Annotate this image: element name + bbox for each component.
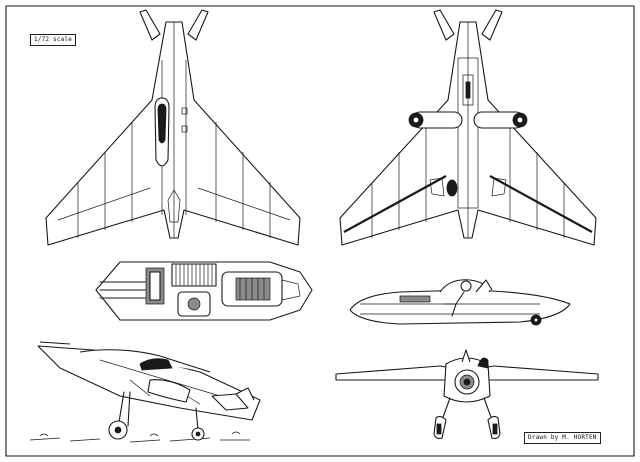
sheet-border	[5, 5, 635, 457]
bottom-view	[339, 9, 597, 246]
credit-label: Drawn by M. HORTEN	[524, 432, 601, 444]
ammo-bay	[171, 263, 217, 287]
scale-label: 1/72 scale	[30, 34, 77, 46]
internal-plan-view	[95, 261, 313, 321]
top-view	[45, 9, 301, 246]
front-view	[335, 349, 599, 440]
perspective-canopy	[139, 358, 173, 371]
perspective-view	[29, 341, 261, 443]
side-profile-view	[349, 279, 571, 326]
